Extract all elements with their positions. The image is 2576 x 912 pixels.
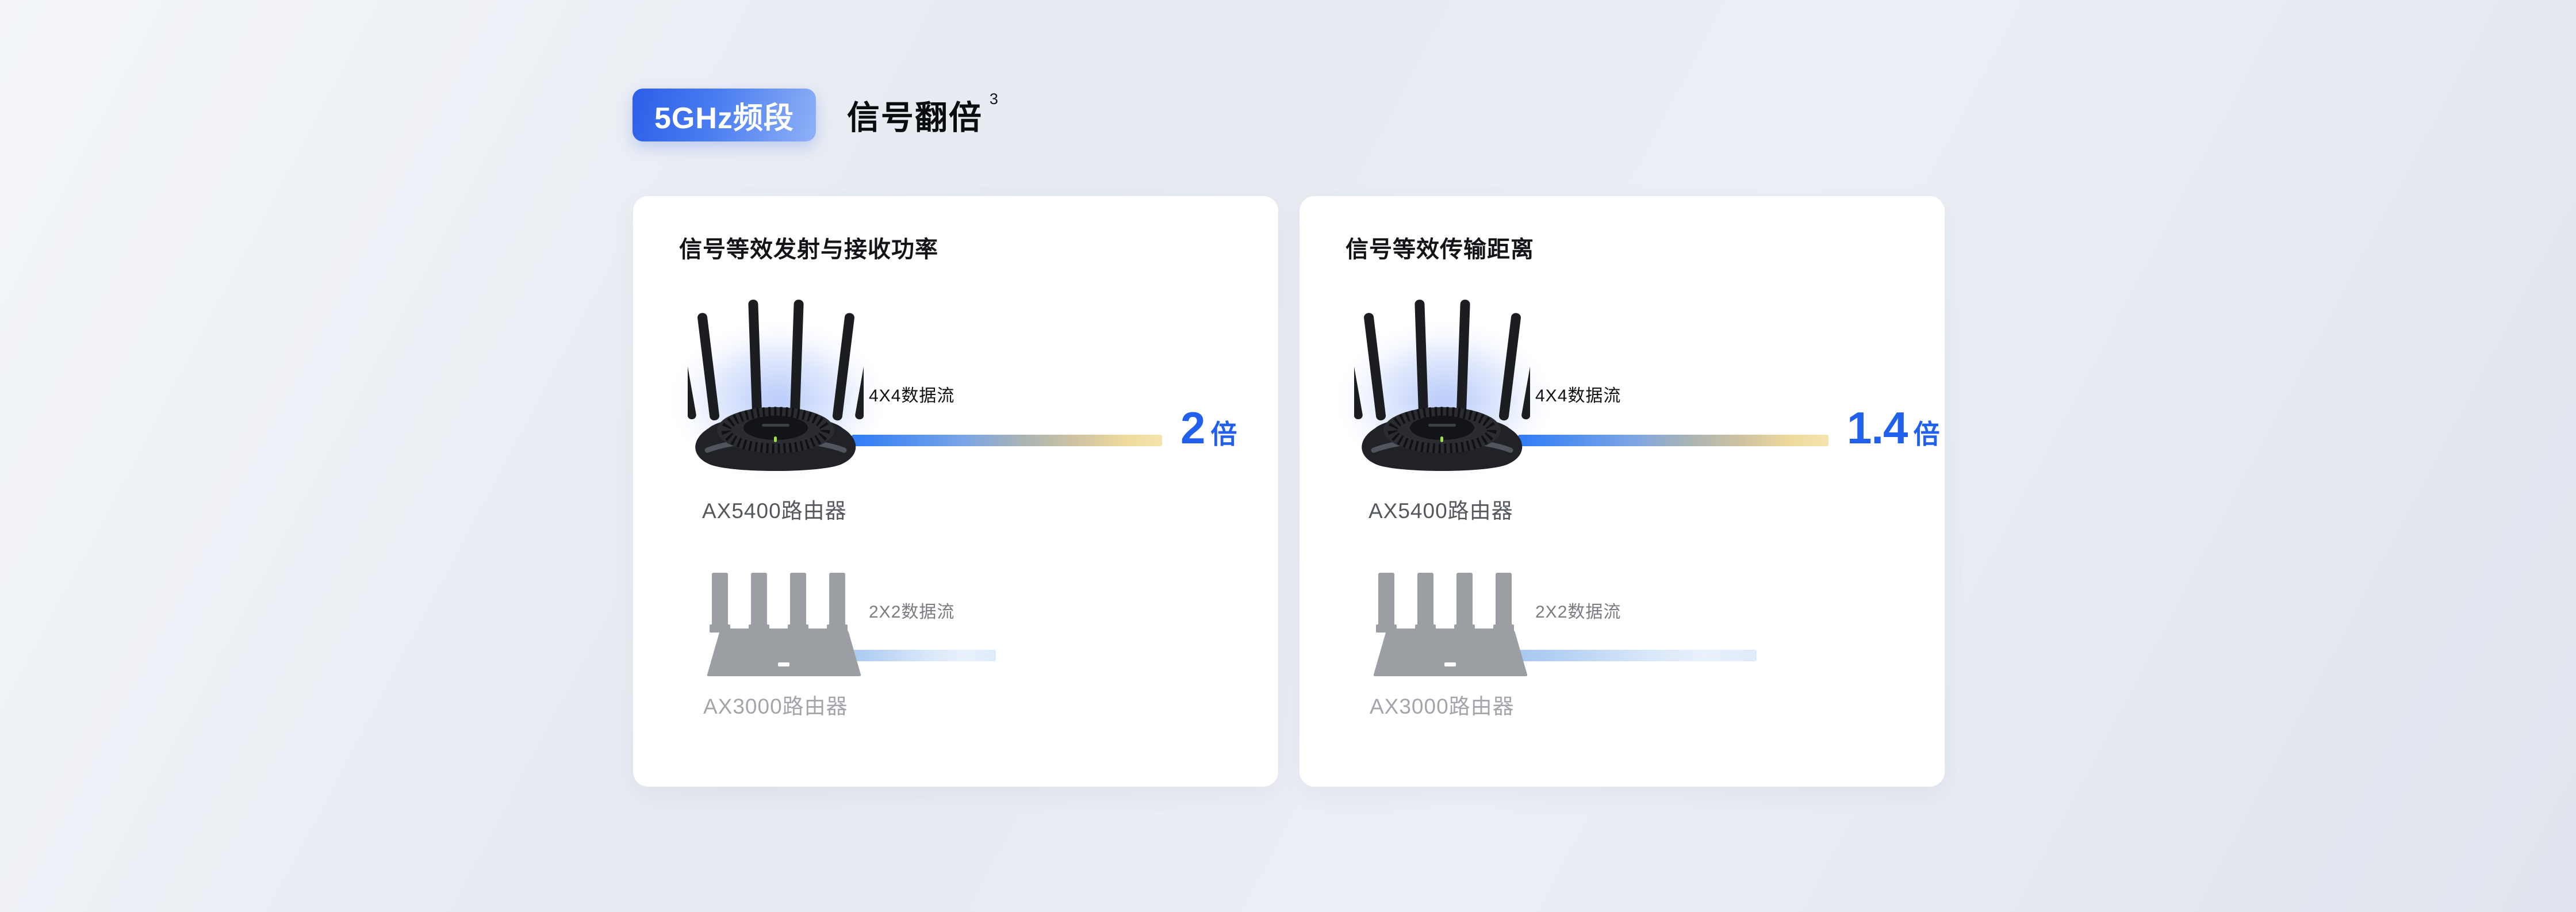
ax3000-router-image [699,573,869,676]
card-title: 信号等效传输距离 [1346,237,1534,262]
value-bar-ax3000 [830,650,996,661]
stream-label-2x2: 2X2数据流 [1535,603,1621,622]
router-led [1440,436,1443,442]
router-logo [1428,424,1456,427]
multiplier-value: 1.4 倍 [1847,405,1939,450]
multiplier-value: 2 倍 [1180,405,1237,450]
router-name-ax5400: AX5400路由器 [1368,499,1513,523]
distance-comparison-card: 信号等效传输距离 4X4数据流 1.4 倍 AX5400路由器 [1300,196,1945,787]
stream-label-4x4: 4X4数据流 [1535,386,1621,405]
router-led [774,436,777,442]
band-badge: 5GHz频段 [632,89,816,141]
multiplier-number: 1.4 [1847,403,1908,453]
router-name-ax3000: AX3000路由器 [1370,695,1515,718]
value-bar-ax3000 [1497,650,1757,661]
value-bar-ax5400 [852,435,1162,446]
section-title: 信号翻倍 [846,99,983,136]
ax5400-router-image [688,298,864,480]
footnote-marker: 3 [989,90,998,108]
multiplier-unit: 倍 [1913,419,1940,449]
router-status-dash [1444,662,1456,666]
value-bar-ax5400 [1518,435,1828,446]
section-header: 5GHz频段 信号翻倍 3 [632,89,998,141]
card-title: 信号等效发射与接收功率 [679,237,938,262]
ax5400-router-image [1354,298,1530,480]
stream-label-2x2: 2X2数据流 [869,603,955,622]
multiplier-unit: 倍 [1210,419,1237,449]
ax3000-router-image [1366,573,1535,676]
router-name-ax3000: AX3000路由器 [703,695,848,718]
router-logo [762,424,789,427]
router-name-ax5400: AX5400路由器 [702,499,847,523]
multiplier-number: 2 [1180,403,1205,453]
band-badge-label: 5GHz频段 [654,101,794,135]
power-comparison-card: 信号等效发射与接收功率 4X4数据流 2 倍 AX5400路由器 [633,196,1278,787]
router-status-dash [778,662,789,666]
stream-label-4x4: 4X4数据流 [869,386,955,405]
